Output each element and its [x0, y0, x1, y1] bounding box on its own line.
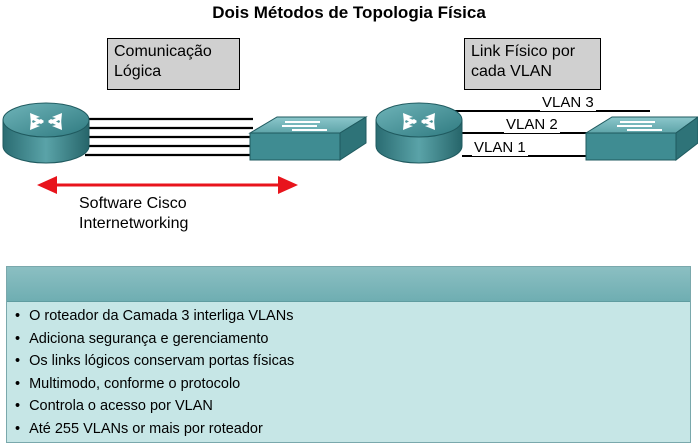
label-line: Comunicação — [114, 43, 212, 60]
software-line: Internetworking — [79, 215, 189, 232]
list-item: Multimodo, conforme o protocolo — [15, 373, 294, 396]
double-arrow-icon — [37, 176, 298, 194]
diagram-title: Dois Métodos de Topologia Física — [212, 3, 486, 22]
panel-header — [7, 267, 690, 302]
software-line: Software Cisco — [79, 195, 187, 212]
label-line: Lógica — [114, 63, 162, 80]
logical-communication-label: Comunicação Lógica — [107, 38, 240, 90]
switch-icon — [248, 116, 368, 161]
list-item: Adiciona segurança e gerenciamento — [15, 328, 294, 351]
software-label: Software Cisco Internetworking — [79, 194, 188, 234]
physical-link-label: Link Físico por cada VLAN — [464, 38, 601, 90]
router-icon — [2, 102, 90, 164]
router-icon — [375, 102, 463, 164]
logical-trunk-lines — [85, 117, 253, 157]
label-line: cada VLAN — [471, 63, 552, 80]
features-panel: O roteador da Camada 3 interliga VLANs A… — [6, 266, 691, 443]
vlan-2-label: VLAN 2 — [504, 116, 560, 133]
topology-diagram — [2, 102, 698, 194]
vlan-3-label: VLAN 3 — [540, 94, 596, 111]
label-line: Link Físico por — [471, 43, 576, 60]
vlan-physical-links — [450, 110, 650, 157]
switch-icon — [584, 116, 698, 162]
list-item: Controla o acesso por VLAN — [15, 395, 294, 418]
list-item: Os links lógicos conservam portas física… — [15, 350, 294, 373]
features-list: O roteador da Camada 3 interliga VLANs A… — [15, 305, 294, 440]
list-item: Até 255 VLANs or mais por roteador — [15, 418, 294, 441]
list-item: O roteador da Camada 3 interliga VLANs — [15, 305, 294, 328]
vlan-1-label: VLAN 1 — [472, 139, 528, 156]
